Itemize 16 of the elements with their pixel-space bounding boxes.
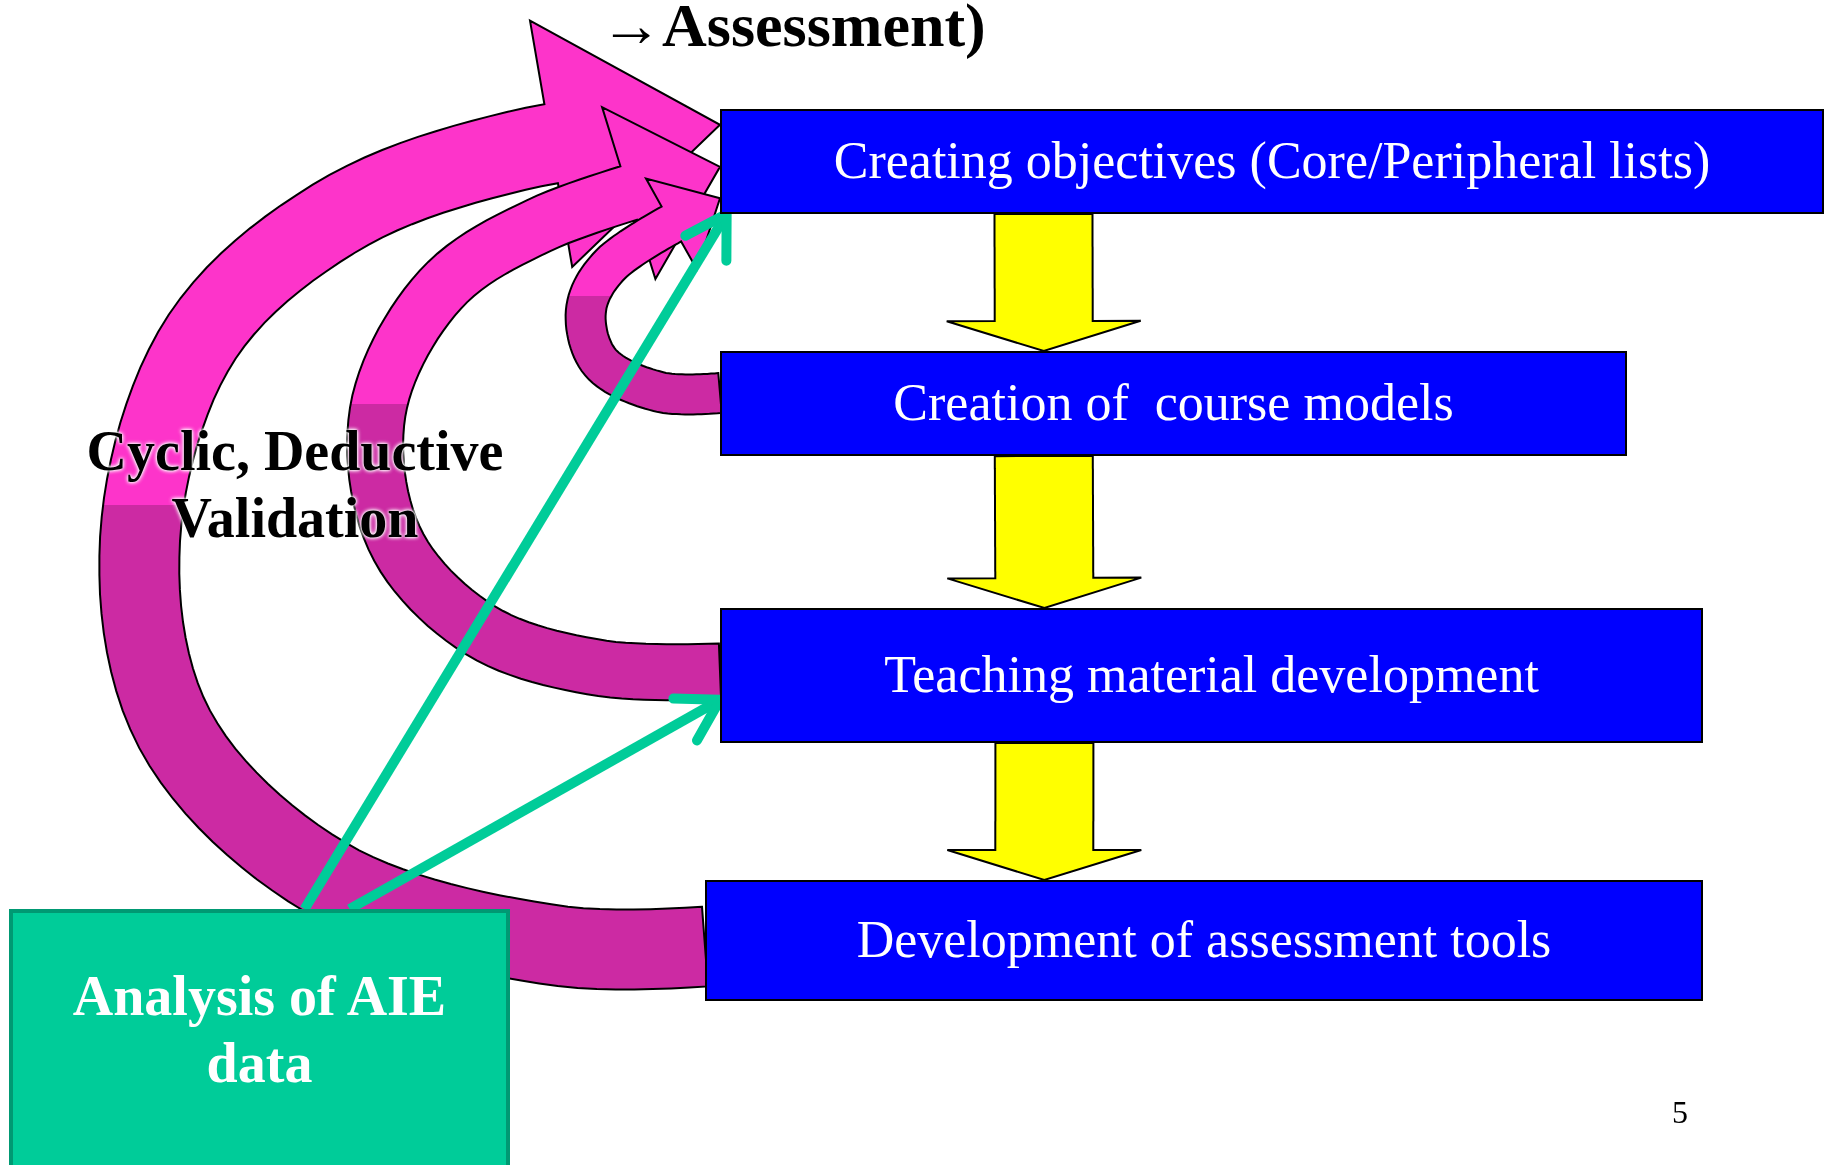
- block-arrow: [945, 212, 1142, 353]
- process-label: Creating objectives (Core/Peripheral lists): [833, 131, 1711, 192]
- page-number: 5: [1671, 1093, 1689, 1132]
- arrow: [300, 209, 732, 912]
- process-box: [705, 880, 1703, 1001]
- process-box: [720, 608, 1703, 743]
- process-box: [720, 351, 1627, 456]
- process-label: Creation of course models: [893, 373, 1454, 434]
- data-box: [9, 909, 510, 1165]
- block-arrow: [946, 742, 1143, 882]
- block-arrow: [946, 454, 1143, 610]
- curved-arrow: [564, 177, 723, 416]
- process-label: Teaching material development: [884, 645, 1539, 706]
- data-label: Analysis of AIE data: [71, 964, 448, 1097]
- process-box: [720, 109, 1824, 214]
- process-label: Development of assessment tools: [856, 910, 1552, 971]
